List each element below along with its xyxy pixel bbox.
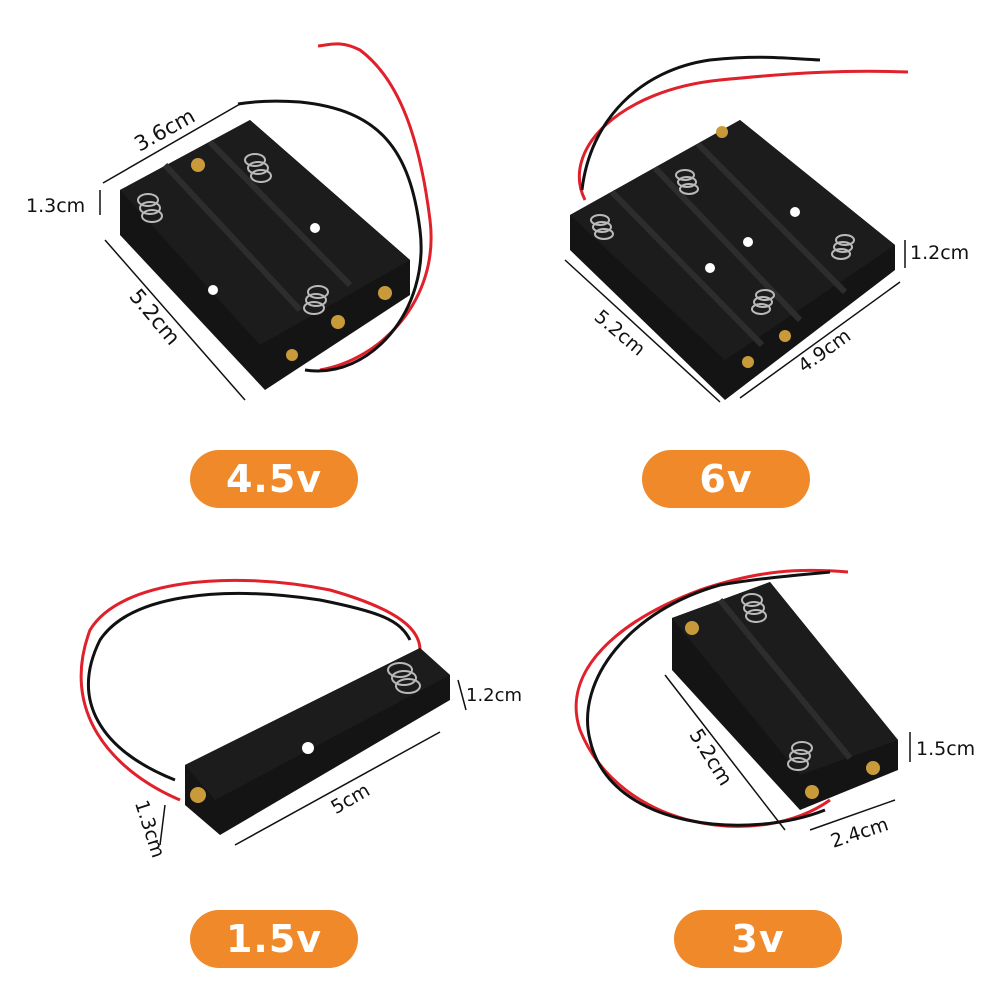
battery-holder-4-slot-image bbox=[564, 55, 909, 403]
holder-1-5v-panel: 1.2cm 5cm 1.3cm 1.5v bbox=[0, 500, 522, 1000]
holder-3v-panel: 5.2cm 1.5cm 2.4cm 3v bbox=[500, 500, 1000, 1000]
voltage-badge: 4.5v bbox=[190, 450, 358, 508]
dimension-height-label: 1.5cm bbox=[916, 738, 976, 760]
battery-holder-3-slot-image bbox=[99, 42, 433, 401]
holder-6v-panel: 1.2cm 5.2cm 4.9cm 6v bbox=[500, 0, 1000, 508]
voltage-badge: 6v bbox=[642, 450, 810, 508]
battery-holder-2-slot-image bbox=[574, 568, 911, 831]
battery-holder-1-slot-image bbox=[79, 578, 467, 846]
dimension-height-label: 1.2cm bbox=[466, 685, 523, 706]
dimension-height-label: 1.2cm bbox=[910, 242, 970, 264]
holder-4-5v-panel: 3.6cm 1.3cm 5.2cm 4.5v bbox=[0, 0, 500, 508]
dimension-height-label: 1.3cm bbox=[26, 195, 86, 217]
voltage-badge: 3v bbox=[674, 910, 842, 968]
voltage-badge: 1.5v bbox=[190, 910, 358, 968]
